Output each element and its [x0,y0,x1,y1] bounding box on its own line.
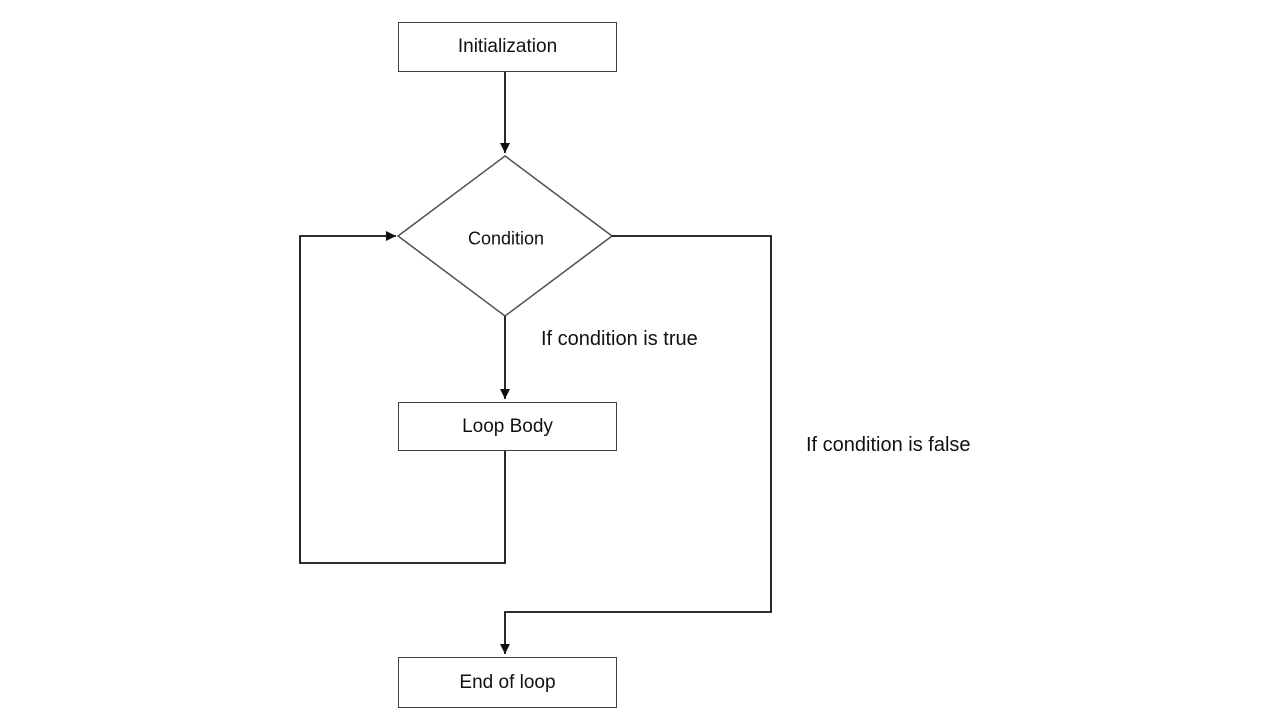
arrow-condition-to-end [500,235,772,654]
end-of-loop-box: End of loop [398,657,617,708]
initialization-box: Initialization [398,22,617,72]
false-branch-label: If condition is false [806,434,971,456]
end-of-loop-label: End of loop [459,671,556,693]
loop-back-arrow [299,231,506,564]
condition-label: Condition [467,228,545,249]
loop-body-box: Loop Body [398,402,617,451]
initialization-label: Initialization [457,36,558,57]
true-branch-label: If condition is true [541,328,698,350]
loop-body-label: Loop Body [462,415,553,437]
